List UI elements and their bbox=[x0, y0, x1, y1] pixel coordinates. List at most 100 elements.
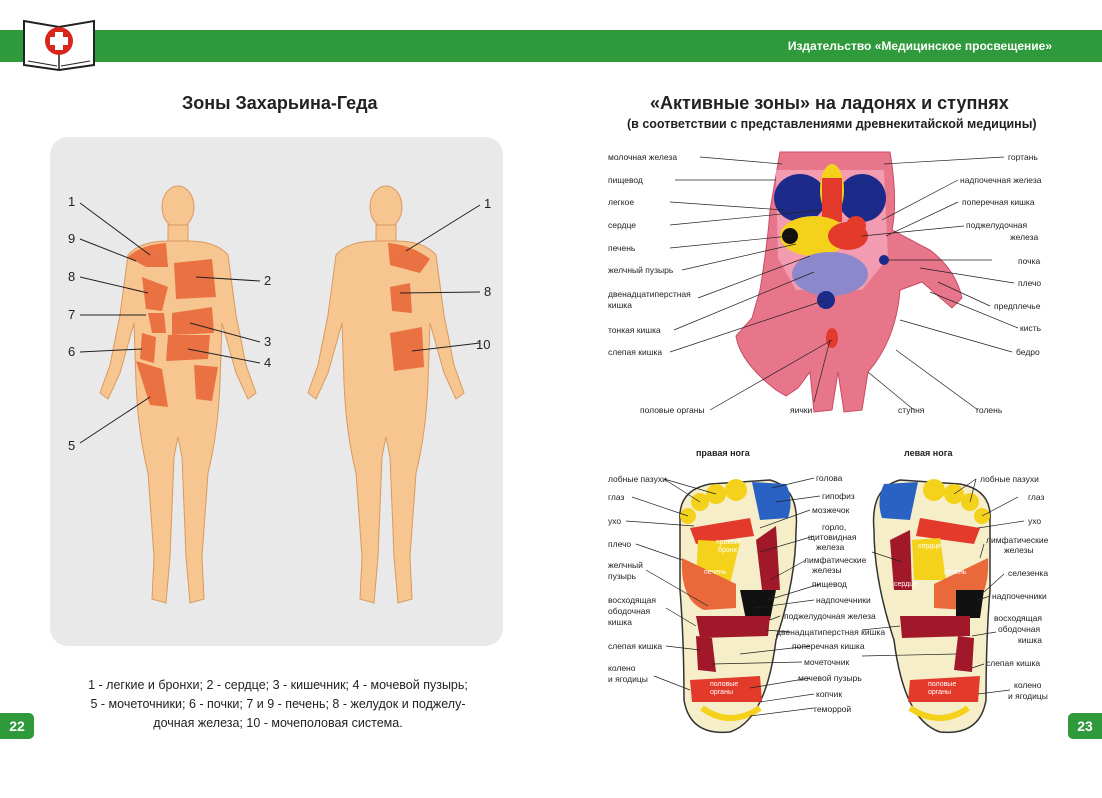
back-number-10: 10 bbox=[476, 337, 490, 352]
foot-label: восходящая bbox=[994, 613, 1042, 623]
foot-label: глаз bbox=[608, 492, 625, 502]
foot-label: мозжечок bbox=[812, 505, 850, 515]
right-foot-shape: правый бронх печень половые органы bbox=[679, 479, 798, 734]
front-number-4: 4 bbox=[264, 355, 271, 370]
hand-label: сердце bbox=[608, 220, 636, 230]
front-body-figure bbox=[99, 185, 257, 604]
foot-label: лимфатические bbox=[804, 555, 867, 565]
hand-label: двенадцатиперстная bbox=[608, 289, 691, 299]
foot-label: кишка bbox=[608, 617, 632, 627]
front-number-labels bbox=[79, 202, 261, 444]
foot-label: мочеточник bbox=[804, 657, 849, 667]
hand-label: кишка bbox=[608, 300, 632, 310]
right-foot-title: правая нога bbox=[696, 448, 751, 458]
foot-label: пищевод bbox=[812, 579, 847, 589]
right-page-title: «Активные зоны» на ладонях и ступнях bbox=[650, 93, 1009, 113]
legend-line: 5 - мочеточники; 6 - почки; 7 и 9 - пече… bbox=[90, 697, 466, 711]
foot-label: железы bbox=[812, 565, 842, 575]
left-foot-shape: сердце сердце печень половые органы bbox=[872, 479, 991, 734]
foot-inner-label: сердце bbox=[918, 543, 941, 550]
hand-label: слепая кишка bbox=[608, 347, 662, 357]
foot-inner-label: половые bbox=[928, 681, 956, 688]
front-zones bbox=[128, 243, 218, 407]
back-number-labels bbox=[399, 204, 481, 352]
foot-label: надпочечники bbox=[992, 591, 1047, 601]
foot-label: колено bbox=[1014, 680, 1042, 690]
foot-label: лобные пазухи bbox=[980, 474, 1039, 484]
hand-bottom-labels bbox=[813, 339, 831, 403]
foot-label: ободочная bbox=[608, 606, 650, 616]
hand-label: гортань bbox=[1008, 152, 1038, 162]
hand-label: тонкая кишка bbox=[608, 325, 661, 335]
hand-label: надпочечная железа bbox=[960, 175, 1042, 185]
page-number-left: 22 bbox=[0, 713, 34, 739]
medical-book-logo-icon bbox=[23, 19, 95, 71]
page-number-right: 23 bbox=[1068, 713, 1102, 739]
zakharyin-head-zones-diagram: 1 9 8 7 6 5 2 3 4 1 8 10 bbox=[68, 185, 491, 604]
hand-left-labels bbox=[669, 156, 833, 411]
hand-label: предплечье bbox=[994, 301, 1041, 311]
foot-label: железа bbox=[816, 542, 845, 552]
hand-label: плечо bbox=[1018, 278, 1041, 288]
hand-label: голень bbox=[976, 405, 1003, 415]
hand-label: почка bbox=[1018, 256, 1040, 266]
foot-label: пузырь bbox=[608, 571, 637, 581]
foot-inner-label: органы bbox=[710, 689, 733, 696]
foot-label: щитовидная bbox=[808, 532, 857, 542]
hand-label: ступня bbox=[898, 405, 925, 415]
foot-inner-label: половые bbox=[710, 681, 738, 688]
foot-label: поджелудочная железа bbox=[784, 611, 876, 621]
hand-label: поперечная кишка bbox=[962, 197, 1035, 207]
header-bar bbox=[0, 30, 1102, 62]
hand-label: желчный пузырь bbox=[608, 265, 674, 275]
foot-label: геморрой bbox=[814, 704, 851, 714]
back-body-figure bbox=[307, 185, 465, 604]
foot-label: селезенка bbox=[1008, 568, 1048, 578]
front-number-9: 9 bbox=[68, 231, 75, 246]
foot-label: лобные пазухи bbox=[608, 474, 667, 484]
foot-label: гипофиз bbox=[822, 491, 855, 501]
foot-label: плечо bbox=[608, 539, 631, 549]
zones-legend: 1 - легкие и бронхи; 2 - сердце; 3 - киш… bbox=[58, 676, 498, 733]
hand-label: пищевод bbox=[608, 175, 643, 185]
back-zones bbox=[388, 243, 430, 371]
foot-label: слепая кишка bbox=[986, 658, 1040, 668]
foot-inner-label: бронх bbox=[718, 546, 738, 554]
foot-label: желчный bbox=[608, 560, 643, 570]
hand-label: бедро bbox=[1016, 347, 1040, 357]
hand-label: половые органы bbox=[640, 405, 705, 415]
foot-active-zones-diagram: правая нога левая нога правый бронх пече… bbox=[608, 448, 1049, 734]
front-number-1: 1 bbox=[68, 194, 75, 209]
right-page-subtitle: (в соответствии с представлениями древне… bbox=[627, 117, 1037, 131]
foot-label: лимфатические bbox=[986, 535, 1049, 545]
front-number-3: 3 bbox=[264, 334, 271, 349]
hand-label: молочная железа bbox=[608, 152, 677, 162]
left-foot-title: левая нога bbox=[904, 448, 953, 458]
foot-inner-label: органы bbox=[928, 689, 951, 696]
foot-label: мочевой пузырь bbox=[798, 673, 862, 683]
foot-inner-label: печень bbox=[704, 569, 727, 576]
hand-label: кисть bbox=[1020, 323, 1042, 333]
legend-line: 1 - легкие и бронхи; 2 - сердце; 3 - киш… bbox=[88, 678, 468, 692]
foot-label: глаз bbox=[1028, 492, 1045, 502]
foot-label: восходящая bbox=[608, 595, 656, 605]
hand-label: печень bbox=[608, 243, 636, 253]
hand-label: поджелудочная bbox=[966, 220, 1028, 230]
front-number-6: 6 bbox=[68, 344, 75, 359]
hand-label: железа bbox=[1010, 232, 1039, 242]
hand-organs bbox=[774, 164, 889, 348]
foot-label: слепая кишка bbox=[608, 641, 662, 651]
foot-label: горло, bbox=[822, 522, 846, 532]
left-page-title: Зоны Захарьина-Геда bbox=[182, 93, 378, 113]
back-number-1: 1 bbox=[484, 196, 491, 211]
foot-inner-label: сердце bbox=[894, 581, 917, 588]
hand-right-labels bbox=[861, 156, 1019, 411]
foot-label: кишка bbox=[1018, 635, 1042, 645]
foot-leader-lines bbox=[625, 477, 1025, 717]
foot-inner-label: правый bbox=[716, 538, 740, 546]
foot-label: голова bbox=[816, 473, 843, 483]
front-number-2: 2 bbox=[264, 273, 271, 288]
foot-label: копчик bbox=[816, 689, 842, 699]
legend-line: дочная железа; 10 - мочеполовая система. bbox=[153, 716, 403, 730]
hand-label: легкое bbox=[608, 197, 634, 207]
